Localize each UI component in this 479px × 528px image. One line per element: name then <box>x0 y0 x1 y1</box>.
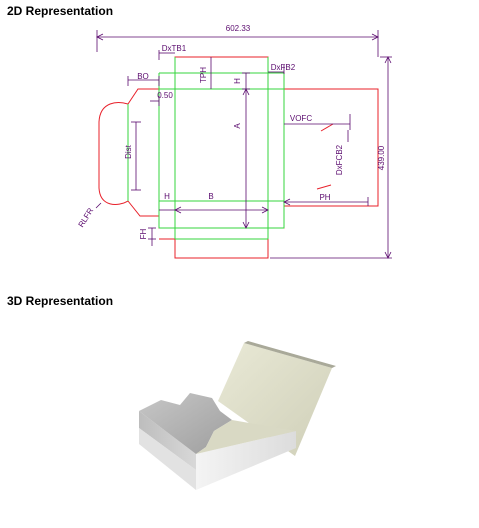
label-vofc: VOFC <box>290 114 312 123</box>
heading-2d-representation: 2D Representation <box>7 4 114 18</box>
box-lid <box>218 343 332 456</box>
label-half: 0.50 <box>157 91 173 100</box>
label-overall-width: 602.33 <box>226 24 251 33</box>
label-dxfcb2: DxFCB2 <box>335 144 344 175</box>
dimension-labels: 602.33 439.00 DxTB1 DxFB2 BO 0.50 TPH H … <box>77 24 386 239</box>
label-tph: TPH <box>199 67 208 83</box>
label-h-bottom: H <box>164 192 170 201</box>
box-top-flap <box>139 393 232 454</box>
crease-lines <box>127 57 285 240</box>
label-fh: FH <box>139 228 148 239</box>
box-lid-edge <box>244 341 336 368</box>
label-a: A <box>233 123 242 129</box>
heading-3d-representation: 3D Representation <box>7 294 114 308</box>
box-left-lower <box>139 428 196 490</box>
label-dxtb1: DxTB1 <box>162 44 187 53</box>
dimension-lines <box>95 30 392 259</box>
label-dist: Dist <box>124 144 133 159</box>
label-b: B <box>208 192 213 201</box>
box-left-side <box>139 411 196 470</box>
label-rlfr: RLFR <box>77 206 96 229</box>
label-dxfb2: DxFB2 <box>271 63 296 72</box>
label-bo: BO <box>137 72 149 81</box>
box-front-side <box>196 431 296 490</box>
box-3d-rendering <box>139 341 336 490</box>
box-inner-tray <box>196 420 296 454</box>
label-h-top: H <box>233 78 242 84</box>
label-overall-height: 439.00 <box>377 145 386 170</box>
label-ph: PH <box>319 193 330 202</box>
